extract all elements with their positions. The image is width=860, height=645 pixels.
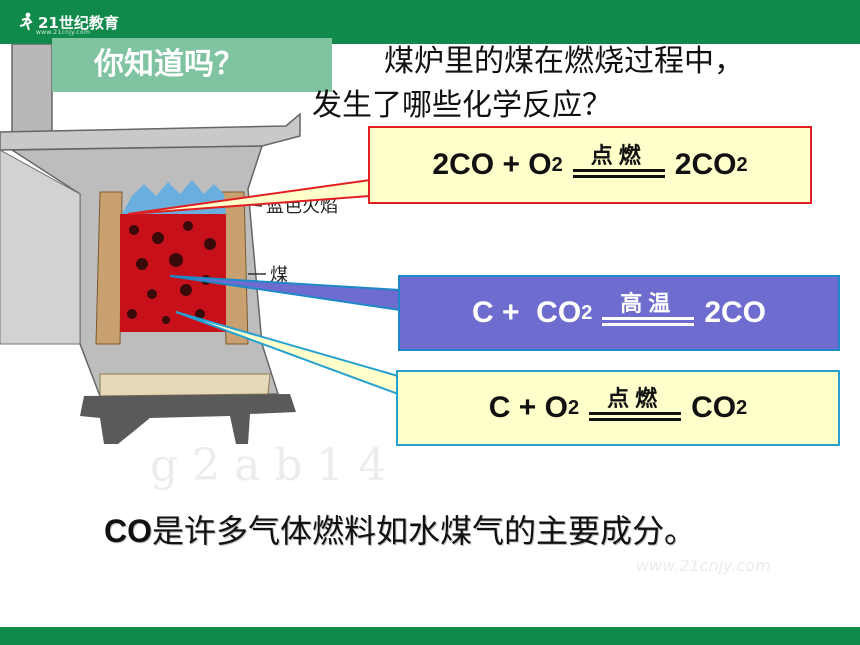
eq1-left-sub: 2	[551, 153, 563, 176]
eq2-equals-sign	[602, 316, 695, 326]
conclusion-formula: CO	[104, 513, 152, 549]
eq2-left-sub: 2	[581, 301, 593, 324]
eq2-right: 2CO	[704, 296, 766, 329]
eq3-left-sub: 2	[567, 396, 580, 419]
question-text: 煤炉里的煤在燃烧过程中， 发生了哪些化学反应？	[312, 40, 852, 128]
logo-url: www.21cnjy.com	[36, 29, 91, 36]
eq1-reaction-arrow: 点燃	[572, 143, 665, 178]
logo-text: 21世纪教育	[38, 13, 119, 32]
question-line-1: 煤炉里的煤在燃烧过程中，	[384, 44, 744, 79]
eq2-reaction-arrow: 高温	[602, 291, 695, 326]
did-you-know-tag: 你知道吗？	[52, 38, 332, 92]
eq3-right: CO	[691, 391, 737, 424]
conclusion-body: 是许多气体燃料如水煤气的主要成分。	[152, 512, 697, 550]
watermark-url: www.21cnjy.com	[636, 556, 771, 575]
coal-stove-diagram	[0, 44, 301, 444]
eq3-right-sub: 2	[736, 396, 748, 419]
label-coal: 煤	[270, 265, 288, 286]
eq3-reaction-arrow: 点燃	[589, 386, 682, 421]
eq1-condition: 点燃	[590, 143, 647, 169]
eq3-left: C + O	[488, 391, 568, 424]
watermark-letters: g 2 a b 1 4	[150, 440, 387, 491]
conclusion-text: CO是许多气体燃料如水煤气的主要成分。	[104, 506, 696, 552]
eq1-left: 2CO + O	[432, 148, 552, 181]
eq1-equals-sign	[572, 168, 665, 178]
question-line-2: 发生了哪些化学反应？	[312, 88, 612, 123]
eq3-condition: 点燃	[607, 386, 664, 412]
eq2-left: C + CO	[471, 296, 582, 329]
eq1-right: 2CO	[674, 148, 737, 181]
bottom-green-bar	[0, 627, 860, 645]
eq1-right-sub: 2	[736, 153, 748, 176]
site-logo: 21世纪教育	[18, 7, 119, 37]
top-green-bar	[0, 0, 860, 44]
eq3-equals-sign	[589, 411, 682, 421]
eq2-condition: 高温	[620, 291, 677, 317]
runner-logo-icon	[19, 12, 33, 31]
